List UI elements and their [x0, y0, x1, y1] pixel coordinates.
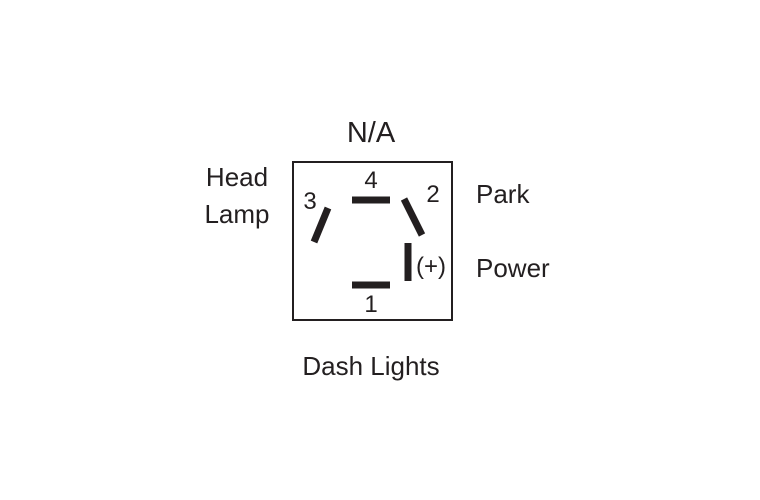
- pin-2-number: 2: [426, 181, 439, 208]
- terminal-2: [400, 197, 426, 237]
- pin-3-number: 3: [303, 188, 316, 215]
- terminal-3: [310, 206, 332, 244]
- pin-4-number: 4: [364, 167, 377, 194]
- dash-lights-label: Dash Lights: [302, 351, 439, 381]
- title-label: N/A: [347, 117, 396, 149]
- park-label: Park: [476, 179, 530, 209]
- power-mark: (+): [416, 253, 446, 280]
- power-label: Power: [476, 253, 550, 283]
- head-lamp-label-line1: Head: [206, 162, 268, 192]
- head-lamp-label-line2: Lamp: [204, 199, 269, 229]
- switch-body-outline: [292, 161, 453, 321]
- pin-1-number: 1: [364, 291, 377, 318]
